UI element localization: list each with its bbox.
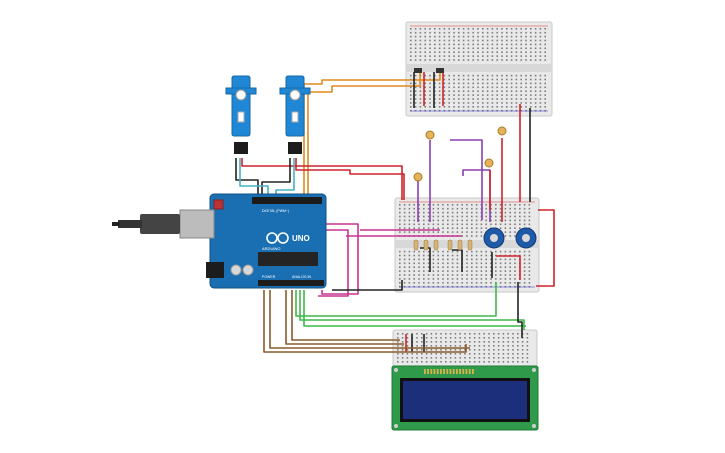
usb-port: [179, 209, 215, 239]
wire-black[interactable]: [332, 280, 403, 291]
photoresistor[interactable]: [484, 158, 494, 168]
breadboard-bottom-holes: [397, 333, 529, 363]
board-brand: ARDUINO: [262, 246, 280, 251]
wire-black[interactable]: [452, 249, 463, 272]
wire-purple[interactable]: [450, 139, 483, 220]
wire-brown[interactable]: [285, 290, 404, 345]
reset-button[interactable]: [213, 199, 224, 210]
wire-black[interactable]: [420, 247, 431, 272]
lcd-pins: [424, 369, 474, 374]
photoresistor[interactable]: [425, 130, 435, 140]
breadboard-top[interactable]: [405, 21, 553, 117]
resistor[interactable]: [423, 239, 429, 251]
wire-red[interactable]: [496, 255, 521, 280]
resistor[interactable]: [447, 239, 453, 251]
breadboard-middle[interactable]: [394, 197, 540, 293]
photoresistor[interactable]: [497, 126, 507, 136]
lcd-display[interactable]: [391, 365, 539, 431]
atmega-chip: [258, 252, 318, 266]
wire-black[interactable]: [261, 158, 291, 200]
analog-header-label: ANALOG IN: [292, 275, 312, 279]
power-header-label: POWER: [262, 275, 276, 279]
wire-orange[interactable]: [307, 72, 421, 204]
resistor[interactable]: [413, 239, 419, 251]
wire-brown[interactable]: [269, 290, 470, 349]
wire-brown[interactable]: [291, 290, 400, 341]
servo-right[interactable]: [279, 75, 311, 154]
pin-header-label: DIGITAL (PWM~): [262, 209, 289, 213]
wire-red[interactable]: [295, 158, 405, 200]
switch[interactable]: [436, 68, 444, 73]
wire-red[interactable]: [241, 158, 403, 200]
arduino-logo-icon: [266, 232, 289, 244]
switch[interactable]: [414, 68, 422, 73]
resistor[interactable]: [457, 239, 463, 251]
wire-red[interactable]: [536, 209, 555, 287]
wire-black[interactable]: [235, 158, 259, 200]
arduino-uno[interactable]: UNO ARDUINO DIGITAL (PWM~) POWER ANALOG …: [179, 193, 327, 289]
wire-green[interactable]: [299, 290, 525, 330]
usb-cable[interactable]: [112, 214, 180, 234]
board-name: UNO: [292, 234, 310, 243]
potentiometer[interactable]: [515, 227, 537, 249]
photoresistor[interactable]: [413, 172, 423, 182]
wire-green[interactable]: [303, 290, 526, 327]
resistor[interactable]: [467, 239, 473, 251]
resistor[interactable]: [433, 239, 439, 251]
wire-teal[interactable]: [239, 158, 269, 200]
wire-green[interactable]: [295, 282, 497, 317]
servo-left[interactable]: [225, 75, 257, 154]
potentiometer[interactable]: [483, 227, 505, 249]
resistors: [413, 239, 473, 251]
wire-black[interactable]: [517, 282, 523, 338]
